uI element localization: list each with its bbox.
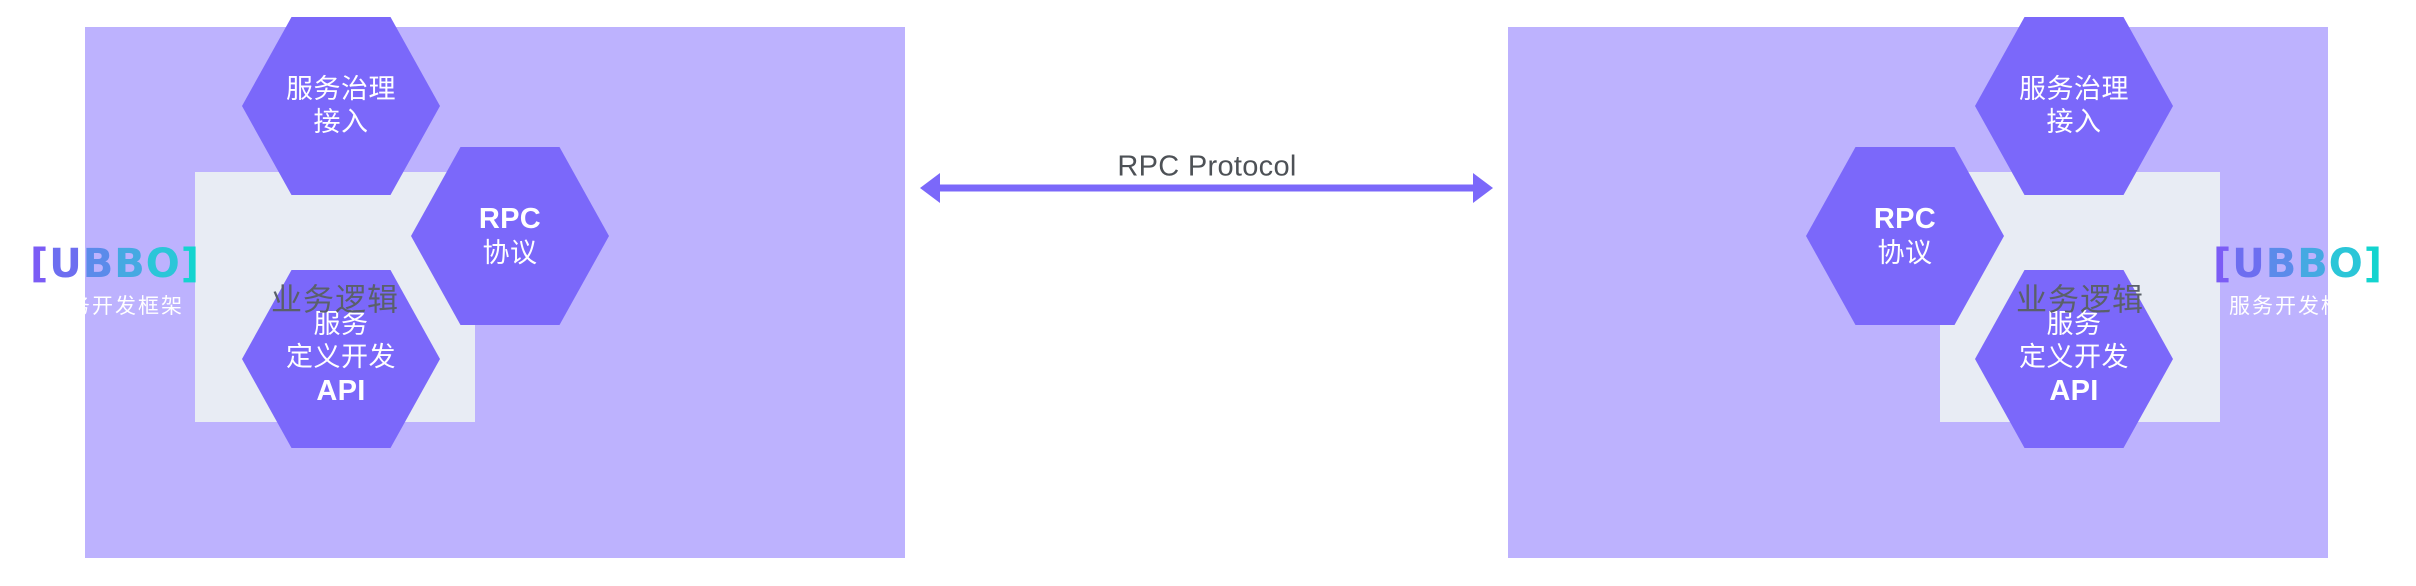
dubbo-wordmark-left: [UBBO] (0, 244, 230, 284)
arrow-head-left-icon (920, 173, 940, 203)
rpc-protocol-label: RPC Protocol (1117, 150, 1297, 183)
dubbo-logo-right: [UBBO] 服务开发框架 (2183, 244, 2413, 320)
hexagon-governance-right[interactable]: 服务治理 接入 (1975, 17, 2173, 195)
arrow-head-right-icon (1473, 173, 1493, 203)
dubbo-wordmark-right: [UBBO] (2183, 244, 2413, 284)
hexagon-rpc-left-text: RPC 协议 (478, 202, 542, 269)
hexagon-rpc-right-text: RPC 协议 (1873, 202, 1937, 269)
panel-left: 服务 定义开发 API 服务治理 接入 RPC 协议 业务逻辑 [UBBO] (30, 17, 905, 558)
core-label-left: 业务逻辑 (271, 282, 399, 318)
hexagon-api-right-text: 服务 定义开发 API (2019, 309, 2129, 408)
dubbo-letter-b2-left: B (114, 241, 146, 287)
dubbo-letter-o-left: O (145, 241, 181, 287)
dubbo-bracket-close-left: ] (180, 241, 201, 287)
dubbo-letter-u-right: U (2232, 241, 2266, 287)
arrow-shaft (938, 184, 1475, 192)
panel-right: 服务 定义开发 API 服务治理 接入 RPC 协议 业务逻辑 [UBBO] 服… (1508, 17, 2382, 558)
hexagon-governance-left[interactable]: 服务治理 接入 (242, 17, 440, 195)
hexagon-governance-left-text: 服务治理 接入 (286, 74, 396, 137)
dubbo-letter-b1-left: B (82, 241, 115, 287)
dubbo-subtitle-left: 服务开发框架 (46, 294, 184, 318)
dubbo-subtitle-right: 服务开发框架 (2229, 294, 2367, 318)
dubbo-letter-b2-right: B (2297, 241, 2329, 287)
core-label-right: 业务逻辑 (2016, 282, 2144, 318)
hexagon-governance-right-text: 服务治理 接入 (2019, 74, 2129, 137)
dubbo-letter-b1-right: B (2265, 241, 2298, 287)
hexagon-api-left-text: 服务 定义开发 API (286, 309, 396, 408)
dubbo-bracket-close-right: ] (2363, 241, 2384, 287)
dubbo-letter-o-right: O (2328, 241, 2364, 287)
rpc-protocol-arrow (920, 173, 1493, 203)
dubbo-letter-u-left: U (49, 241, 83, 287)
dubbo-bracket-open-right: [ (2212, 241, 2233, 287)
dubbo-logo-left: [UBBO] 服务开发框架 (0, 244, 230, 320)
dubbo-bracket-open-left: [ (29, 241, 50, 287)
